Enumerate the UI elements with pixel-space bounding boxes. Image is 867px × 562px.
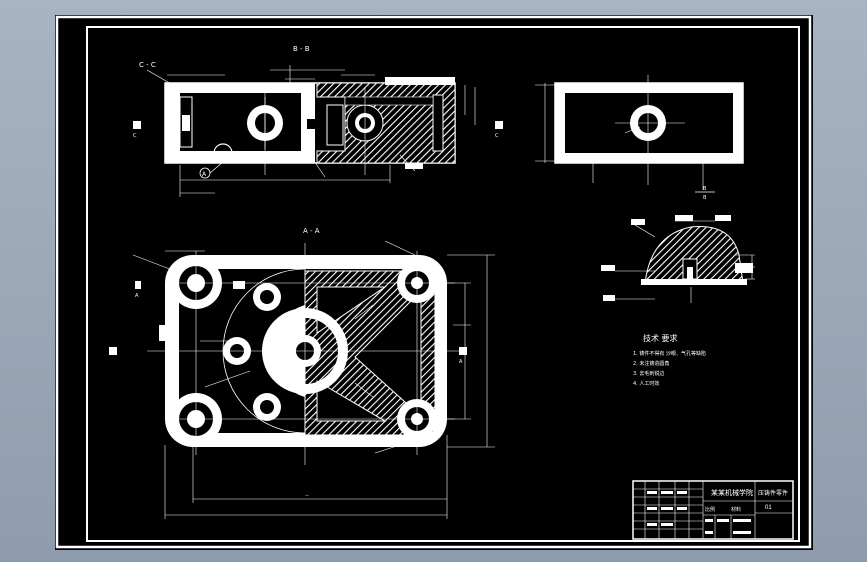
svg-text:A: A	[459, 359, 463, 365]
view-title-cc: C - C	[139, 61, 156, 69]
view-title-aa: A - A	[303, 227, 320, 235]
technical-notes: 技术 要求 1. 铸件不得有 沙眼、气孔等缺陷 2. 未注铸造圆角 3. 去毛刺…	[633, 333, 706, 387]
detail-balloon-a: A	[202, 171, 207, 178]
section-view-aa[interactable]: A - A	[132, 227, 495, 519]
section-marker-b-left	[109, 347, 117, 355]
tech-note-1: 1. 铸件不得有 沙眼、气孔等缺陷	[633, 350, 706, 357]
cad-drawing-canvas[interactable]: B - B C - C A	[55, 15, 813, 550]
tech-notes-title: 技术 要求	[643, 333, 678, 343]
svg-text:B: B	[703, 186, 707, 192]
section-view-bb[interactable]: B - B C - C A	[139, 45, 476, 197]
outer-frame	[55, 15, 812, 549]
svg-text:B: B	[703, 195, 707, 201]
view-title-bb: B - B	[293, 45, 310, 53]
end-view[interactable]	[535, 75, 744, 190]
section-marker-c-left: C	[133, 121, 141, 139]
tech-note-3: 3. 去毛刺锐边	[633, 370, 664, 377]
title-block-drawing-no: 01	[765, 505, 772, 511]
cad-viewport[interactable]: B - B C - C A	[55, 15, 813, 550]
svg-text:C: C	[133, 133, 137, 139]
section-marker-b-top: B B	[695, 186, 715, 201]
section-marker-c-right: C	[495, 121, 503, 139]
title-block[interactable]: 某某机械学院 压铸件零件 01 比例 材料	[632, 480, 794, 540]
title-block-material-label: 材料	[731, 506, 741, 513]
title-block-part-name: 压铸件零件	[758, 489, 788, 497]
section-marker-a-right: A	[459, 347, 467, 365]
section-marker-a-left: A	[135, 281, 141, 299]
tech-note-2: 2. 未注铸造圆角	[633, 360, 669, 367]
title-block-scale-label: 比例	[705, 506, 715, 513]
svg-text:A: A	[135, 293, 139, 299]
inner-frame	[86, 26, 800, 542]
detail-view-a[interactable]	[601, 215, 755, 303]
title-block-school: 某某机械学院	[711, 488, 753, 497]
svg-text:C: C	[495, 133, 499, 139]
svg-text:—: —	[305, 493, 309, 498]
tech-note-4: 4. 人工时效	[633, 380, 659, 387]
